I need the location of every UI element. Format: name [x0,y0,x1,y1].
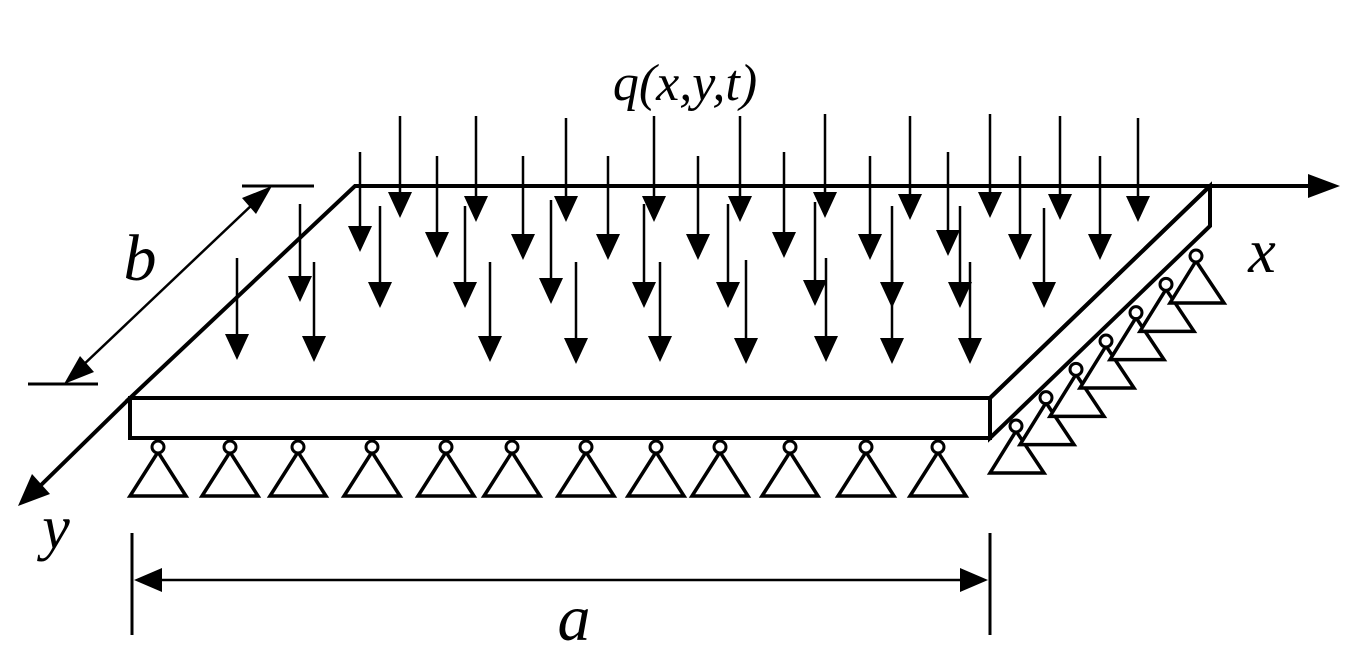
pin-support [906,439,970,498]
load-arrow [716,204,740,308]
pin-support [198,439,262,498]
load-arrow [728,116,752,222]
load-arrow [632,204,656,308]
load-arrow [648,262,672,362]
width-label: b [124,222,157,295]
load-arrow [539,200,563,304]
load-arrow [596,156,620,260]
load-arrow [554,118,578,222]
load-arrow [1048,116,1072,220]
load-arrow [880,260,904,364]
pin-support [1016,390,1078,447]
load-arrow [1008,156,1032,260]
load-arrow [978,114,1002,218]
x-axis-label: x [1247,218,1276,286]
load-arrow [302,262,326,362]
load-arrow [511,156,535,260]
pin-support [624,439,688,498]
pin-support [758,439,822,498]
pin-support [1076,333,1138,390]
pin-support [834,439,898,498]
load-arrow [464,116,488,222]
dimension-a [130,533,992,635]
load-arrow [898,116,922,220]
y-axis-label: y [36,494,70,562]
load-arrow [936,152,960,256]
load-arrow [1088,156,1112,260]
plate-front-face [128,396,992,440]
load-arrow [1032,208,1056,308]
dimension-b [28,184,314,386]
load-arrow [478,262,502,362]
pin-support [340,439,404,498]
load-arrow [368,206,392,308]
load-arrow [813,114,837,218]
load-arrow [642,116,666,222]
y-axis [18,396,132,506]
load-arrow [348,152,372,252]
load-arrow [772,152,796,258]
load-arrow [1126,118,1150,222]
pin-support [688,439,752,498]
pin-support [126,439,190,498]
plate [124,181,1215,443]
load-arrow [686,156,710,260]
load-arrow [858,156,882,260]
load-arrow [453,206,477,308]
load-arrow [948,206,972,308]
load-arrow [225,258,249,360]
pin-support [554,439,618,498]
load-arrow [564,262,588,364]
load-arrow [288,204,312,302]
load-arrows [225,114,1150,364]
length-label: a [558,582,591,655]
load-arrow [803,202,827,306]
pin-support [414,439,478,498]
load-label: q(x,y,t) [613,55,757,112]
pin-support [1136,276,1198,334]
load-arrow [425,156,449,258]
front-edge-supports [126,439,970,498]
load-arrow [388,116,412,218]
x-axis [1210,174,1340,198]
pin-support [1046,361,1108,419]
load-arrow [958,262,982,364]
pin-support [480,439,544,498]
pin-support [986,418,1048,475]
load-arrow [734,260,758,364]
pin-support [266,439,330,498]
side-edge-supports [986,248,1228,475]
plate-side-face [988,181,1212,443]
pin-support [1166,248,1228,305]
pin-support [1106,305,1168,362]
load-arrow [814,258,838,362]
